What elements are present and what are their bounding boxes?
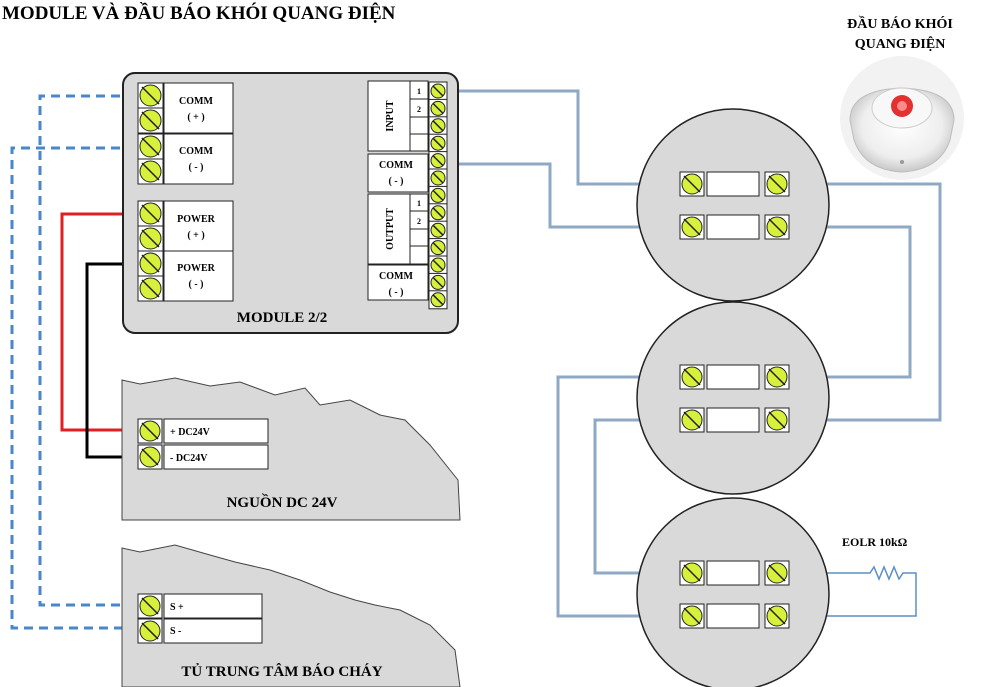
screw-terminal-icon <box>137 107 164 134</box>
screw-terminal-icon <box>137 158 164 185</box>
screw-terminal-icon <box>679 364 705 390</box>
screw-terminal-icon <box>428 220 448 240</box>
power-wires <box>60 212 150 459</box>
output-pin-1: 1 <box>417 199 421 208</box>
screw-terminal-icon <box>137 275 164 302</box>
comm-mid-sign: ( - ) <box>389 176 404 187</box>
psu-plus-label: + DC24V <box>170 427 211 438</box>
screw-terminal-icon <box>679 560 705 586</box>
panel-s-plus-label: S + <box>170 602 184 613</box>
smoke-detector-picture <box>840 56 964 180</box>
comm-minus-label: COMM <box>179 146 213 157</box>
screw-terminal-icon <box>428 116 448 136</box>
screw-terminal-icon <box>137 444 163 470</box>
screw-terminal-icon <box>764 364 790 390</box>
detector-base-terminals <box>679 171 790 629</box>
comm-plus-label: COMM <box>179 96 213 107</box>
power-plus-sign: ( + ) <box>187 230 204 241</box>
comm-minus-box: COMM ( - ) <box>163 133 234 185</box>
screw-terminal-icon <box>679 603 705 629</box>
screw-terminal-icon <box>679 407 705 433</box>
screw-terminal-icon <box>428 98 448 118</box>
output-block: OUTPUT 1 2 <box>367 193 429 265</box>
screw-terminal-icon <box>679 214 705 240</box>
screw-terminal-icon <box>137 250 164 277</box>
screw-terminal-icon <box>137 225 164 252</box>
screw-terminal-icon <box>137 593 163 619</box>
psu-minus-terminal-row: - DC24V <box>163 444 269 470</box>
screw-terminal-icon <box>428 151 448 171</box>
input-pin-1: 1 <box>417 87 421 96</box>
output-pin-2: 2 <box>417 217 421 226</box>
screw-terminal-icon <box>428 133 448 153</box>
screw-terminal-icon <box>137 133 164 160</box>
screw-terminal-icon <box>428 203 448 223</box>
panel-box <box>121 544 461 687</box>
dashed-signal-wires <box>10 94 150 630</box>
diagram-title: MODULE VÀ ĐẦU BÁO KHÓI QUANG ĐIỆN <box>2 2 396 24</box>
psu-plus-terminal-row: + DC24V <box>163 418 269 444</box>
panel-s-plus-row: S + <box>163 593 263 619</box>
comm-mid-label: COMM <box>379 160 413 171</box>
screw-terminal-icon <box>428 168 448 188</box>
psu-name: NGUỒN DC 24V <box>227 493 338 511</box>
screw-terminal-icon <box>764 214 790 240</box>
screw-terminal-icon <box>137 418 163 444</box>
screw-terminal-icon <box>764 407 790 433</box>
panel-s-minus-label: S - <box>170 626 181 637</box>
panel-name: TỦ TRUNG TÂM BÁO CHÁY <box>181 663 382 680</box>
panel-s-minus-row: S - <box>163 618 263 644</box>
screw-terminal-icon <box>137 618 163 644</box>
output-label: OUTPUT <box>385 208 396 250</box>
power-minus-label: POWER <box>177 263 216 274</box>
eolr-label: EOLR 10kΩ <box>842 535 908 549</box>
comm-plus-sign: ( + ) <box>187 112 204 123</box>
input-block: INPUT 1 2 <box>367 80 429 152</box>
detector-base-2 <box>636 301 830 495</box>
comm-bottom-box: COMM ( - ) <box>367 264 429 301</box>
screw-terminal-icon <box>428 238 448 258</box>
comm-bottom-label: COMM <box>379 271 413 282</box>
comm-bottom-sign: ( - ) <box>389 287 404 298</box>
power-plus-label: POWER <box>177 214 216 225</box>
screw-terminal-icon <box>764 603 790 629</box>
panel-terminals <box>137 593 163 644</box>
power-minus-box: POWER ( - ) <box>163 250 234 302</box>
comm-mid-box: COMM ( - ) <box>367 153 429 193</box>
detector-label-line2: QUANG ĐIỆN <box>855 35 946 52</box>
eolr-resistor <box>776 565 917 617</box>
screw-terminal-icon <box>428 290 448 310</box>
power-minus-sign: ( - ) <box>189 279 204 290</box>
detector-base-1 <box>636 108 830 302</box>
screw-terminal-icon <box>764 560 790 586</box>
detector-base-3 <box>636 497 830 687</box>
screw-terminal-icon <box>428 81 448 101</box>
module-right-terminal-block <box>428 81 448 310</box>
screw-terminal-icon <box>137 200 164 227</box>
comm-plus-box: COMM ( + ) <box>163 82 234 134</box>
screw-terminal-icon <box>428 185 448 205</box>
input-label: INPUT <box>385 100 396 131</box>
screw-terminal-icon <box>428 272 448 292</box>
screw-terminal-icon <box>764 171 790 197</box>
comm-minus-sign: ( - ) <box>189 162 204 173</box>
psu-box <box>121 377 461 521</box>
screw-terminal-icon <box>679 171 705 197</box>
screw-terminal-icon <box>428 255 448 275</box>
power-plus-wire <box>60 212 150 432</box>
detector-loop-wires <box>438 89 942 618</box>
input-pin-2: 2 <box>417 105 421 114</box>
detector-label-line1: ĐẦU BÁO KHÓI <box>847 15 953 32</box>
psu-terminals <box>137 418 163 470</box>
power-plus-box: POWER ( + ) <box>163 200 234 252</box>
power-minus-wire <box>85 262 150 459</box>
module-left-terminal-block <box>137 82 164 302</box>
screw-terminal-icon <box>137 82 164 109</box>
psu-minus-label: - DC24V <box>170 453 208 464</box>
module-name: MODULE 2/2 <box>237 310 327 326</box>
